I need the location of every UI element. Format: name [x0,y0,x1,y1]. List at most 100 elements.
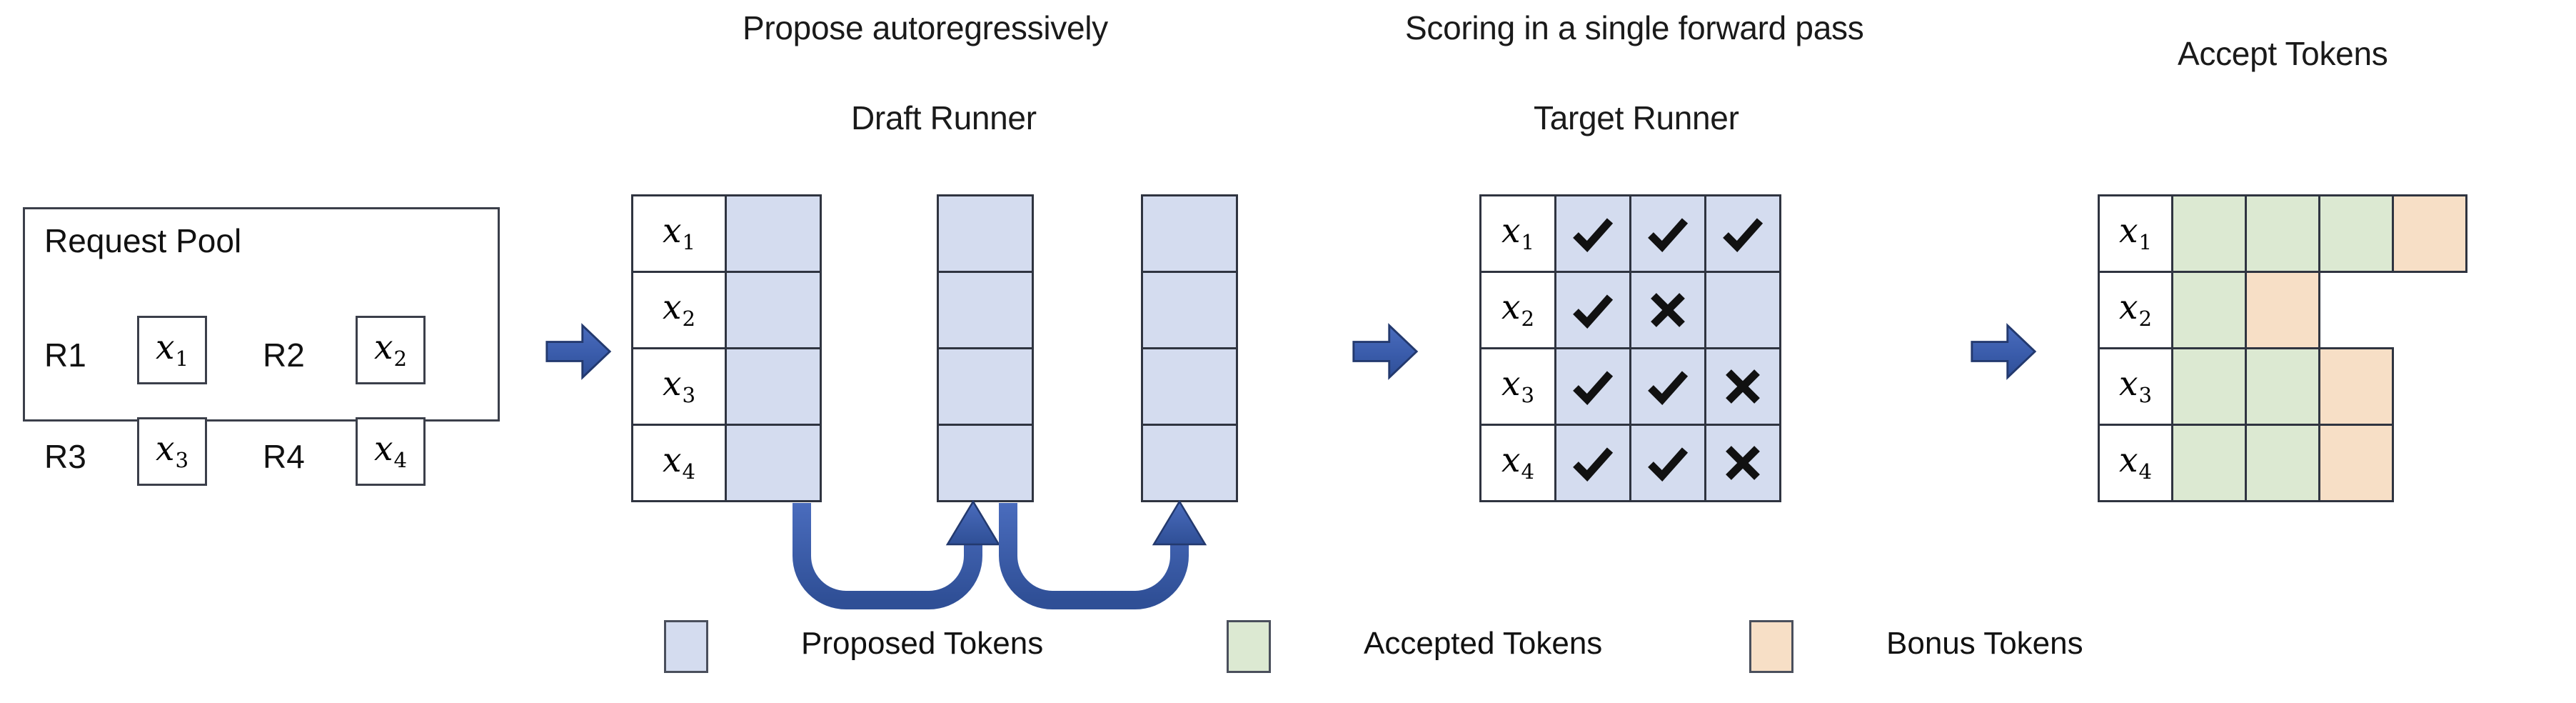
draft-cell-r1-s2 [937,194,1034,273]
accept-row-label-1: x1 [2098,194,2173,273]
accept-row-label-2: x2 [2098,271,2173,349]
accept-cell-r3-c2 [2245,347,2320,426]
legend-swatch-bonus [1749,620,1793,673]
draft-cell-r2-s1 [725,271,822,349]
draft-cell-r3-s2 [937,347,1034,426]
target-cell-r1-c3 [1704,194,1781,273]
recurrence-arrow-1 [789,499,1003,618]
stage-title-draft-runner: Draft Runner [851,99,1037,136]
target-runner-mark-column-3 [1704,194,1781,502]
target-cell-r4-c2 [1629,424,1706,502]
target-cell-r3-c3 [1704,347,1781,426]
target-runner-grid: x1 x2 x3 x4 [1479,194,1781,502]
flow-arrow-pool-to-draft [544,317,613,389]
right-arrow-icon [1971,323,2037,380]
request-token-box-r1: x1 [137,316,207,384]
accept-row-3: x3 [2098,347,2467,426]
target-row-label-2: x2 [1479,271,1556,349]
draft-cell-r4-s3 [1141,424,1238,502]
target-cell-r4-c1 [1554,424,1631,502]
request-token-box-r3: x3 [137,417,207,486]
request-label-r4: R4 [263,438,305,475]
request-token-r2: x2 [373,328,408,371]
check-icon [1573,447,1614,482]
target-cell-r1-c1 [1554,194,1631,273]
request-token-box-r4: x4 [356,417,426,486]
right-arrow-icon [1352,323,1419,380]
check-icon [1573,371,1614,406]
check-icon [1648,371,1689,406]
accept-cell-r3-c3-bonus [2318,347,2394,426]
draft-cell-r1-s3 [1141,194,1238,273]
recurrence-arrow-2 [995,499,1209,618]
stage-title-target-runner: Target Runner [1534,99,1739,136]
request-label-r2: R2 [263,336,305,374]
draft-cell-r2-s2 [937,271,1034,349]
target-cell-r2-c2 [1629,271,1706,349]
target-cell-r3-c2 [1629,347,1706,426]
request-label-r1: R1 [44,336,86,374]
target-cell-r1-c2 [1629,194,1706,273]
draft-cell-r4-s2 [937,424,1034,502]
target-row-label-1: x1 [1479,194,1556,273]
loop-back-arrow-icon [999,499,1207,609]
draft-runner-step-column-3 [1141,194,1238,502]
check-icon [1648,218,1689,253]
accept-row-1: x1 [2098,194,2467,273]
target-runner-mark-column-1 [1554,194,1631,502]
request-label-r3: R3 [44,438,86,475]
flow-arrow-target-to-accept [1969,317,2038,389]
loop-back-arrow-icon [793,499,1001,609]
request-token-r3: x3 [155,429,189,472]
accept-tokens-grid: x1 x2 x3 x4 [2098,194,2467,502]
right-arrow-icon [545,323,612,380]
draft-cell-r4-s1 [725,424,822,502]
accept-cell-r3-c1 [2171,347,2247,426]
draft-cell-r2-s3 [1141,271,1238,349]
accept-cell-r1-c4-bonus [2392,194,2467,273]
check-icon [1723,218,1764,253]
accept-row-4: x4 [2098,424,2467,502]
stage-title-accept-tokens: Accept Tokens [2178,35,2388,72]
target-cell-r2-c3 [1704,271,1781,349]
target-cell-r4-c3 [1704,424,1781,502]
draft-cell-r3-s1 [725,347,822,426]
accept-row-label-3: x3 [2098,347,2173,426]
draft-cell-r1-s1 [725,194,822,273]
flow-arrow-draft-to-target [1351,317,1419,389]
draft-runner-label-column: x1 x2 x3 x4 [631,194,727,502]
cross-icon [1726,446,1760,480]
request-token-r4: x4 [373,429,408,472]
accept-cell-r1-c2 [2245,194,2320,273]
accept-cell-r4-c1 [2171,424,2247,502]
accept-cell-r1-c3 [2318,194,2394,273]
target-cell-r2-c1 [1554,271,1631,349]
legend-label-accepted: Accepted Tokens [1364,626,1603,661]
target-runner-mark-column-2 [1629,194,1706,502]
draft-row-label-3: x3 [631,347,727,426]
accept-cell-r2-c2-bonus [2245,271,2320,349]
stage-title-scoring: Scoring in a single forward pass [1405,9,1864,46]
request-token-r1: x1 [155,328,189,371]
draft-runner-step-column-1 [725,194,822,502]
accept-cell-r4-c2 [2245,424,2320,502]
legend-swatch-proposed [664,620,708,673]
request-pool-panel [23,207,500,422]
legend-label-bonus: Bonus Tokens [1886,626,2083,661]
check-icon [1648,447,1689,482]
accept-cell-r2-c1 [2171,271,2247,349]
request-pool-title: Request Pool [44,222,242,259]
legend-swatch-accepted [1227,620,1271,673]
draft-runner-step-column-2 [937,194,1034,502]
request-token-box-r2: x2 [356,316,426,384]
legend-label-proposed: Proposed Tokens [801,626,1044,661]
target-runner-label-column: x1 x2 x3 x4 [1479,194,1556,502]
draft-cell-r3-s3 [1141,347,1238,426]
accept-row-2: x2 [2098,271,2467,349]
check-icon [1573,294,1614,329]
draft-row-label-2: x2 [631,271,727,349]
draft-row-label-4: x4 [631,424,727,502]
target-cell-r3-c1 [1554,347,1631,426]
accept-cell-r1-c1 [2171,194,2247,273]
